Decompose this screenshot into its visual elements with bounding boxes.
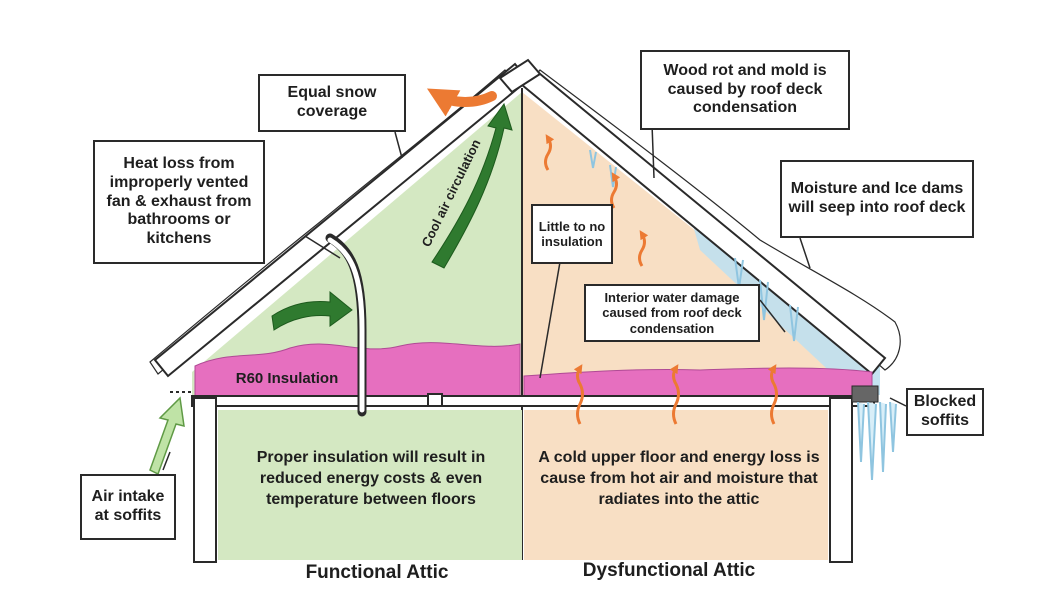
moisture-ice-callout: Moisture and Ice dams will seep into roo…: [780, 160, 974, 238]
heat-wave-arrow: [767, 364, 778, 425]
functional-room: [218, 410, 522, 560]
blocked-soffits-label: Blocked soffits: [913, 393, 977, 429]
interior-water-callout: Interior water damage caused from roof d…: [584, 284, 760, 342]
blocked-soffit: [851, 385, 879, 403]
blocked-soffits-callout: Blocked soffits: [906, 388, 984, 436]
roof-peak: [498, 58, 542, 94]
ceiling-fixture: [427, 393, 443, 407]
air-intake-callout: Air intake at soffits: [80, 474, 176, 540]
equal-snow-callout: Equal snow coverage: [258, 74, 406, 132]
interior-water-label: Interior water damage caused from roof d…: [602, 290, 742, 336]
dysfunctional-caption: Dysfunctional Attic: [582, 560, 756, 581]
little-insulation-label: Little to no insulation: [538, 218, 606, 249]
functional-caption: Functional Attic: [305, 562, 449, 583]
air-intake-label: Air intake at soffits: [91, 488, 165, 524]
dysfunctional-description: A cold upper floor and energy loss is ca…: [538, 449, 820, 508]
vent-pipe-inner: [327, 237, 365, 413]
heat-wave-arrow: [544, 134, 555, 171]
green-flow-arrow: [271, 290, 353, 331]
r60-label: R60 Insulation: [236, 370, 339, 387]
right-wall: [829, 397, 853, 563]
heat-wave-arrow: [610, 172, 621, 209]
eave-icicles: [857, 401, 897, 481]
wood-rot-callout: Wood rot and mold is caused by roof deck…: [640, 50, 850, 130]
ceiling-joist: [191, 395, 875, 407]
moisture-ice-label: Moisture and Ice dams will seep into roo…: [788, 180, 966, 216]
cool-air-arrow: [431, 102, 513, 269]
insulation-right: [523, 367, 873, 399]
left-wall: [193, 397, 217, 563]
functional-description: Proper insulation will result in reduced…: [256, 449, 486, 508]
heat-wave-arrow: [573, 364, 584, 425]
air-intake-arrow: [149, 396, 185, 476]
wood-rot-label: Wood rot and mold is caused by roof deck…: [663, 61, 827, 117]
heat-loss-arrow: [426, 88, 497, 117]
heat-loss-callout: Heat loss from improperly vented fan & e…: [93, 140, 265, 264]
dysfunctional-room: [524, 410, 828, 560]
heat-wave-arrow: [669, 364, 680, 425]
equal-snow-label: Equal snow coverage: [287, 84, 377, 120]
heat-loss-label: Heat loss from improperly vented fan & e…: [106, 154, 252, 248]
heat-wave-arrows: [544, 134, 778, 425]
heat-wave-arrow: [638, 230, 649, 267]
leader-lines: [162, 123, 907, 471]
little-insulation-callout: Little to no insulation: [531, 204, 613, 264]
